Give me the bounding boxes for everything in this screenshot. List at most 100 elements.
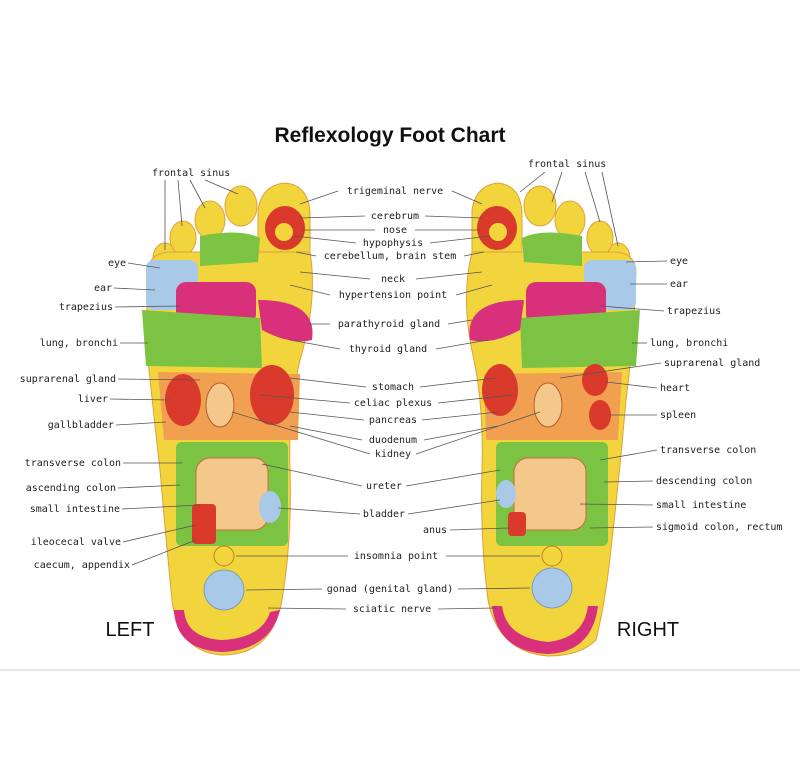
center-label-thyroid-gland: thyroid gland <box>349 344 427 355</box>
left-leader-ascending-colon <box>117 484 181 489</box>
left-label-gallbladder: gallbladder <box>48 420 114 431</box>
center-label-insomnia-point: insomnia point <box>354 551 438 562</box>
center-leader-hypertension-left <box>289 284 331 296</box>
right-insomnia-point <box>541 545 563 567</box>
right-label-suprarenal-gland: suprarenal gland <box>664 358 760 369</box>
left-leader-suprarenal-gland <box>117 378 201 381</box>
left-leader-liver <box>109 398 171 401</box>
center-leader-duodenum-right <box>423 425 499 441</box>
center-leader-cerebellum-left <box>295 251 317 257</box>
right-sinus-zone <box>522 232 582 266</box>
left-leader-gallbladder <box>115 421 167 426</box>
right-label-heart: heart <box>660 383 690 394</box>
right-leader-sigmoid-colon <box>589 526 654 529</box>
left-label-ear: ear <box>94 283 112 294</box>
left-lung-zone <box>142 310 262 368</box>
center-leader-pancreas-right <box>421 411 499 421</box>
center-leader-hypophysis-right <box>429 235 491 244</box>
right-label-lung-bronchi: lung, bronchi <box>650 338 728 349</box>
left-label-transverse-colon: transverse colon <box>25 458 121 469</box>
right-label-sigmoid-colon: sigmoid colon, rectum <box>656 522 782 533</box>
left-label-ascending-colon: ascending colon <box>26 483 116 494</box>
right-label-small-intestine: small intestine <box>656 500 746 511</box>
center-leader-kidney-left <box>231 411 371 455</box>
center-leader-hypophysis-left <box>293 235 357 244</box>
right-parathyroid-zone <box>469 300 524 342</box>
left-leader-eye <box>127 262 161 269</box>
right-label-trapezius: trapezius <box>667 306 721 317</box>
center-label-parathyroid-gland: parathyroid gland <box>338 319 440 330</box>
right-labels: frontal sinus eye ear trapezius lung, br… <box>519 159 782 533</box>
center-leader-pancreas-left <box>289 411 365 421</box>
left-label-ileocecal-valve: ileocecal valve <box>31 537 121 548</box>
center-leader-celiac-left <box>259 394 351 404</box>
center-label-celiac-plexus: celiac plexus <box>354 398 432 409</box>
left-toe-4 <box>169 220 197 256</box>
left-bladder-organ <box>259 491 281 523</box>
center-label-trigeminal-nerve: trigeminal nerve <box>347 186 443 197</box>
right-hypophysis-zone <box>489 223 507 241</box>
right-kidney-organ <box>533 382 563 428</box>
left-label-frontal-sinus: frontal sinus <box>152 168 230 179</box>
left-toe-2 <box>224 185 258 227</box>
left-parathyroid-zone <box>258 300 313 342</box>
center-label-cerebrum: cerebrum <box>371 211 419 222</box>
center-leader-sciatic-right <box>437 607 497 610</box>
center-leader-bladder-left <box>277 507 361 515</box>
right-foot <box>465 182 640 657</box>
center-leader-sciatic-left <box>267 607 347 610</box>
center-leader-thyroid-right <box>435 339 489 350</box>
center-label-ureter: ureter <box>366 481 402 492</box>
center-label-sciatic-nerve: sciatic nerve <box>353 604 431 615</box>
center-leader-cerebellum-right <box>463 251 485 257</box>
left-foot <box>142 182 313 656</box>
center-leader-trigeminal-right <box>451 190 483 205</box>
center-label-duodenum: duodenum <box>369 435 417 446</box>
center-label-gonad: gonad (genital gland) <box>327 584 453 595</box>
left-stomach-organ <box>250 365 294 425</box>
center-leader-ureter-right <box>405 469 501 487</box>
center-leader-cerebrum-left <box>299 215 366 219</box>
left-label-suprarenal-gland: suprarenal gland <box>20 374 116 385</box>
left-label-small-intestine: small intestine <box>30 504 120 515</box>
left-leader-small-intestine <box>121 504 201 510</box>
right-gonad-zone <box>531 567 573 609</box>
right-foot-label: RIGHT <box>617 619 679 641</box>
right-label-eye: eye <box>670 256 688 267</box>
center-label-hypophysis: hypophysis <box>363 238 423 249</box>
right-leader-trapezius <box>599 305 665 312</box>
center-leader-gonad-right <box>457 587 531 590</box>
left-label-trapezius: trapezius <box>59 302 113 313</box>
center-leader-neck-right <box>415 271 483 280</box>
right-label-frontal-sinus: frontal sinus <box>528 159 606 170</box>
left-leader-ileocecal-valve <box>122 524 197 543</box>
center-leader-cerebrum-right <box>424 215 483 219</box>
center-label-cerebellum: cerebellum, brain stem <box>324 251 456 262</box>
left-label-lung-bronchi: lung, bronchi <box>40 338 118 349</box>
right-toe-2 <box>523 185 557 227</box>
center-label-nose: nose <box>383 225 407 236</box>
center-leader-kidney-right <box>415 411 541 455</box>
center-label-hypertension-point: hypertension point <box>339 290 447 301</box>
right-leader-heart <box>605 381 658 389</box>
center-leader-trigeminal-left <box>299 190 339 205</box>
center-leader-stomach-right <box>419 377 497 388</box>
center-leader-bladder-right <box>407 499 501 515</box>
center-leader-duodenum-left <box>289 425 363 441</box>
center-labels: trigeminal nerve cerebrum nose hypophysi… <box>231 186 541 615</box>
right-trapezius-zone <box>526 282 606 324</box>
left-label-caecum-appendix: caecum, appendix <box>34 560 130 571</box>
center-leader-anus <box>449 527 511 531</box>
left-sinus-zone <box>200 232 260 266</box>
left-insomnia-point <box>213 545 235 567</box>
left-sciatic-zone <box>174 610 280 652</box>
right-leader-eye <box>625 260 668 263</box>
left-leader-ear <box>113 287 156 291</box>
center-leader-celiac-right <box>437 394 513 404</box>
right-label-descending-colon: descending colon <box>656 476 752 487</box>
left-leader-trapezius <box>114 305 181 308</box>
center-label-kidney: kidney <box>375 449 411 460</box>
left-gonad-zone <box>203 569 245 611</box>
right-label-transverse-colon: transverse colon <box>660 445 756 456</box>
left-hypophysis-zone <box>275 223 293 241</box>
